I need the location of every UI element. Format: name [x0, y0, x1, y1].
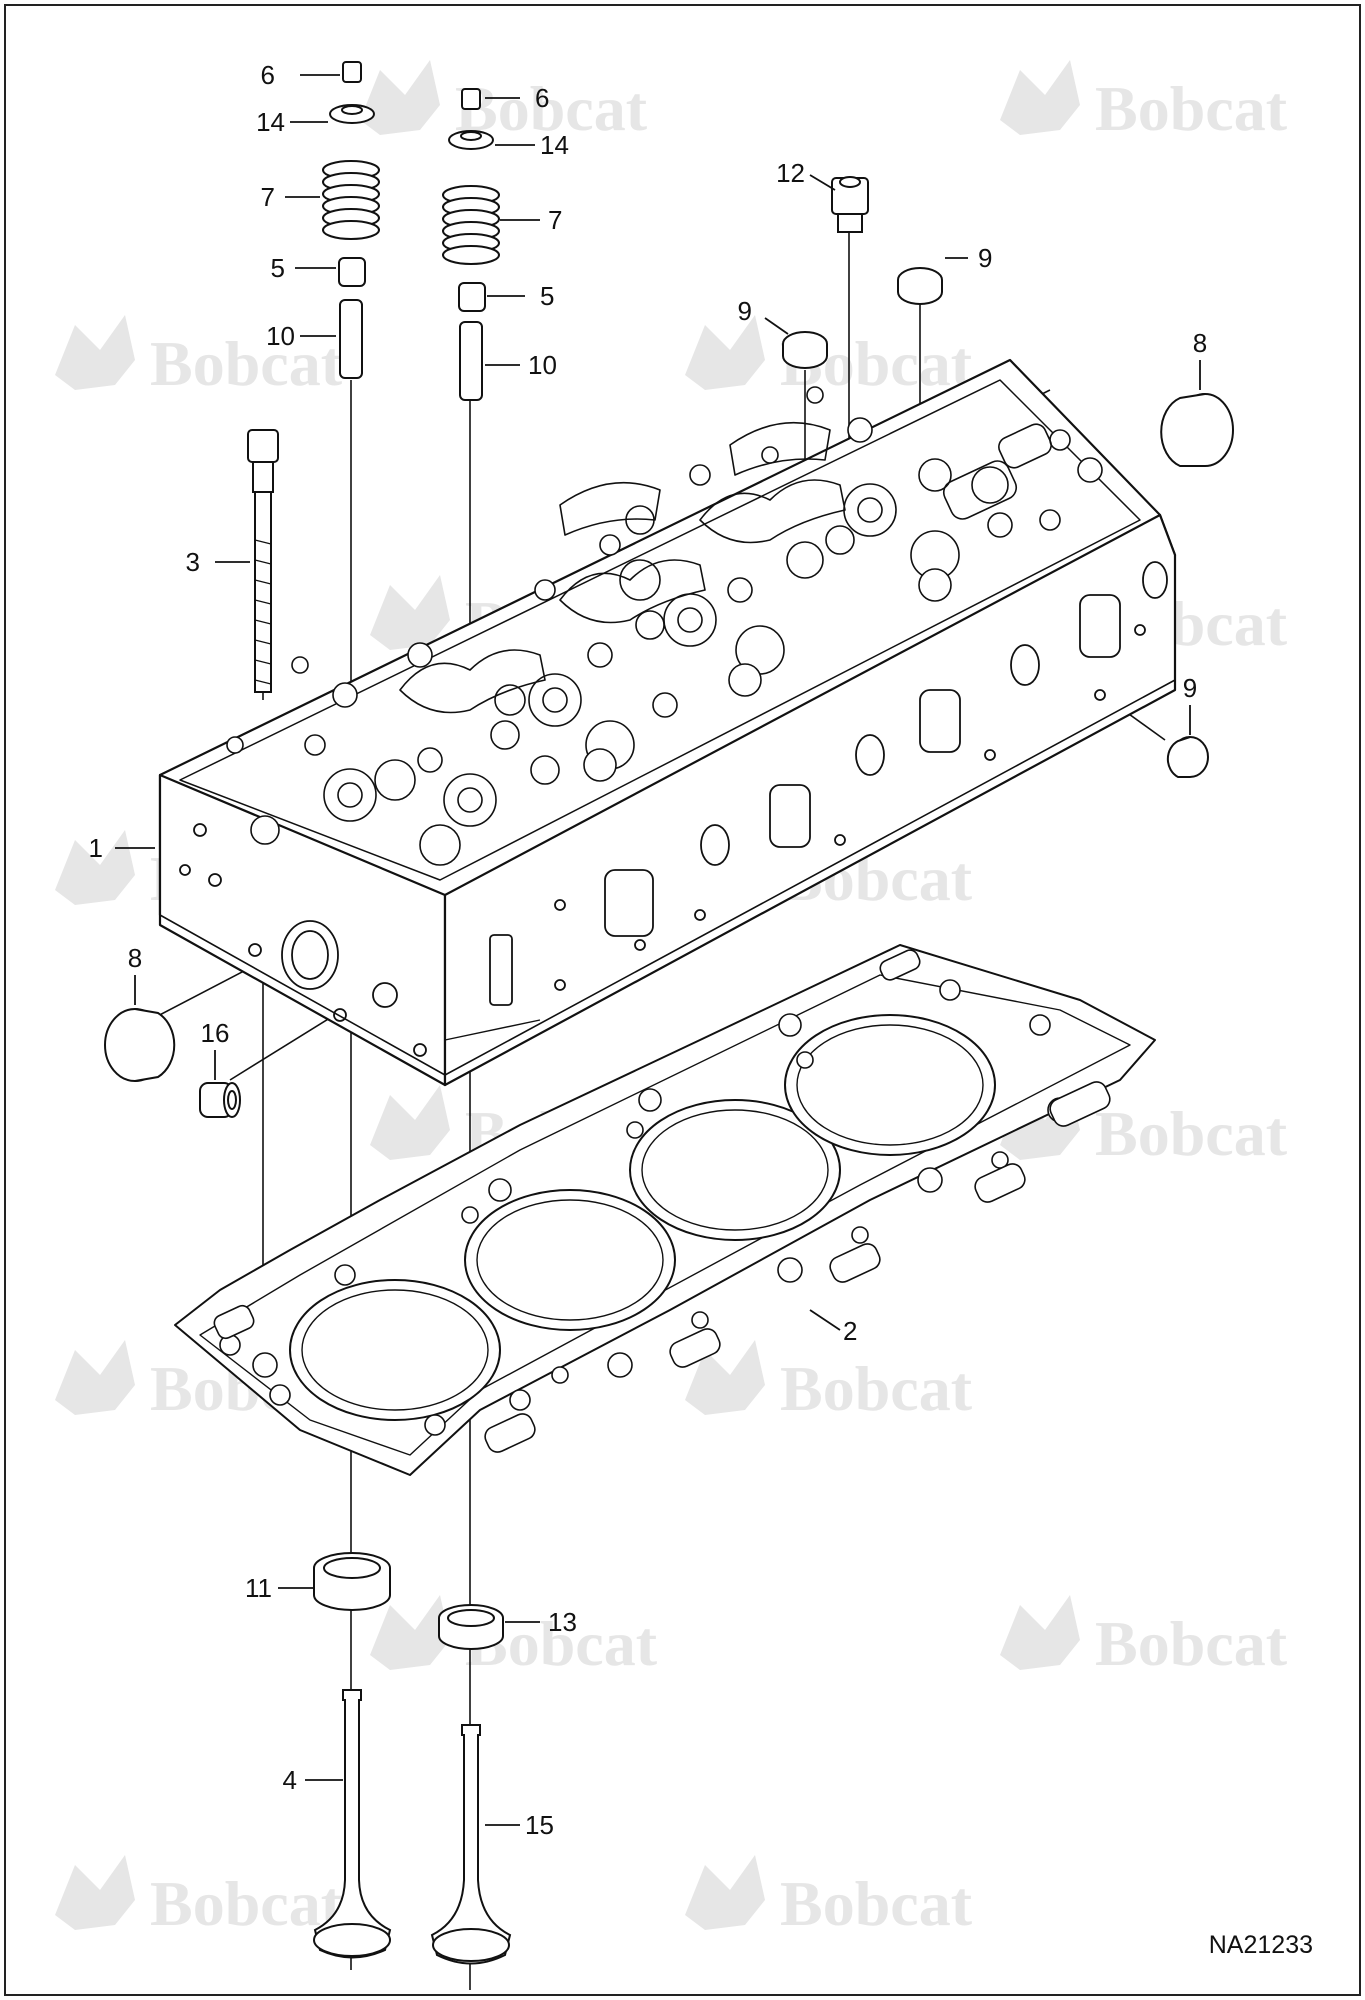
- valve-spring: [322, 160, 380, 240]
- callout-10: 10: [528, 350, 557, 380]
- callout-8: 8: [1193, 328, 1207, 358]
- bobcat-logo-icon: [370, 575, 450, 650]
- valve-seat-bosses: [226, 386, 1103, 866]
- callout-1: 1: [89, 833, 103, 863]
- callout-9: 9: [1183, 673, 1197, 703]
- watermark: Bobcat: [685, 1340, 973, 1424]
- valve-seat-inserts: [313, 1552, 504, 1650]
- callout-8: 8: [128, 943, 142, 973]
- cap-plugs: [782, 267, 1209, 778]
- callout-labels: 6 14 7 5 10 6 14 7 5 10 12 9 9 8 3 9 1 8…: [89, 60, 1208, 1840]
- watermark: Bobcat: [370, 1595, 658, 1679]
- bobcat-logo-icon: [55, 1855, 135, 1930]
- callout-14: 14: [540, 130, 569, 160]
- valve-stem-seal: [458, 282, 486, 312]
- valve-cap: [342, 61, 362, 83]
- bobcat-logo-icon: [55, 1340, 135, 1415]
- callout-7: 7: [548, 205, 562, 235]
- valve-spring: [442, 185, 500, 265]
- bobcat-logo-icon: [55, 315, 135, 390]
- figure-id: NA21233: [1208, 1931, 1313, 1959]
- diagram-frame: [4, 4, 1361, 1996]
- callout-12: 12: [776, 158, 805, 188]
- callout-9: 9: [738, 296, 752, 326]
- watermark: Bobcat: [1000, 60, 1288, 144]
- callout-14: 14: [256, 107, 285, 137]
- watermark-text: Bobcat: [1095, 1098, 1288, 1169]
- callout-11: 11: [245, 1573, 272, 1603]
- callout-6: 6: [261, 60, 275, 90]
- callout-16: 16: [201, 1018, 230, 1048]
- callout-10: 10: [266, 321, 295, 351]
- valve-guide: [459, 321, 483, 401]
- watermark-text: Bobcat: [1095, 1608, 1288, 1679]
- bobcat-logo-icon: [370, 1085, 450, 1160]
- gasket-holes: [213, 949, 1111, 1453]
- watermark-text: Bobcat: [1095, 73, 1288, 144]
- watermark: Bobcat: [55, 1855, 343, 1939]
- callout-9: 9: [978, 243, 992, 273]
- valve-stem-seal: [338, 257, 366, 287]
- valve-cap: [461, 88, 481, 110]
- expansion-plugs: [104, 393, 1234, 1082]
- callout-7: 7: [261, 182, 275, 212]
- watermark-text: Bobcat: [150, 1868, 343, 1939]
- callout-5: 5: [540, 281, 554, 311]
- valve-train-right: [442, 88, 500, 401]
- callout-3: 3: [186, 547, 200, 577]
- callout-6: 6: [535, 83, 549, 113]
- watermark: Bobcat: [685, 1855, 973, 1939]
- watermark-text: Bobcat: [150, 328, 343, 399]
- head-gasket: [174, 944, 1156, 1476]
- bobcat-logo-icon: [685, 1855, 765, 1930]
- cylinder-head: [158, 358, 1177, 1087]
- watermark: Bobcat: [685, 315, 973, 399]
- callout-5: 5: [271, 253, 285, 283]
- callout-4: 4: [283, 1765, 297, 1795]
- watermark: Bobcat: [1000, 1595, 1288, 1679]
- injector-plug: [831, 176, 869, 233]
- valve-train-left: [322, 61, 380, 379]
- valve-guide: [339, 299, 363, 379]
- callout-2: 2: [843, 1316, 857, 1346]
- callout-15: 15: [525, 1810, 554, 1840]
- watermark-text: Bobcat: [455, 73, 648, 144]
- bobcat-logo-icon: [1000, 1595, 1080, 1670]
- bobcat-logo-icon: [1000, 60, 1080, 135]
- watermark: Bobcat: [360, 60, 648, 144]
- dowel-sleeve: [199, 1082, 241, 1118]
- watermark-text: Bobcat: [780, 1353, 973, 1424]
- callout-13: 13: [548, 1607, 577, 1637]
- watermark: Bobcat: [55, 315, 343, 399]
- watermark-layer: Bobcat Bobcat Bobcat Bobcat Bobcat Bobca…: [55, 60, 1288, 1939]
- bobcat-logo-icon: [370, 1595, 450, 1670]
- valves: [313, 1689, 512, 1965]
- head-bolt: [247, 429, 279, 693]
- bobcat-logo-icon: [685, 315, 765, 390]
- side-ports: [179, 561, 1168, 1057]
- leader-lines: [115, 74, 1201, 1826]
- bobcat-logo-icon: [360, 60, 440, 135]
- bobcat-logo-icon: [685, 1340, 765, 1415]
- watermark-text: Bobcat: [780, 1868, 973, 1939]
- cylinder-bores: [289, 1014, 996, 1421]
